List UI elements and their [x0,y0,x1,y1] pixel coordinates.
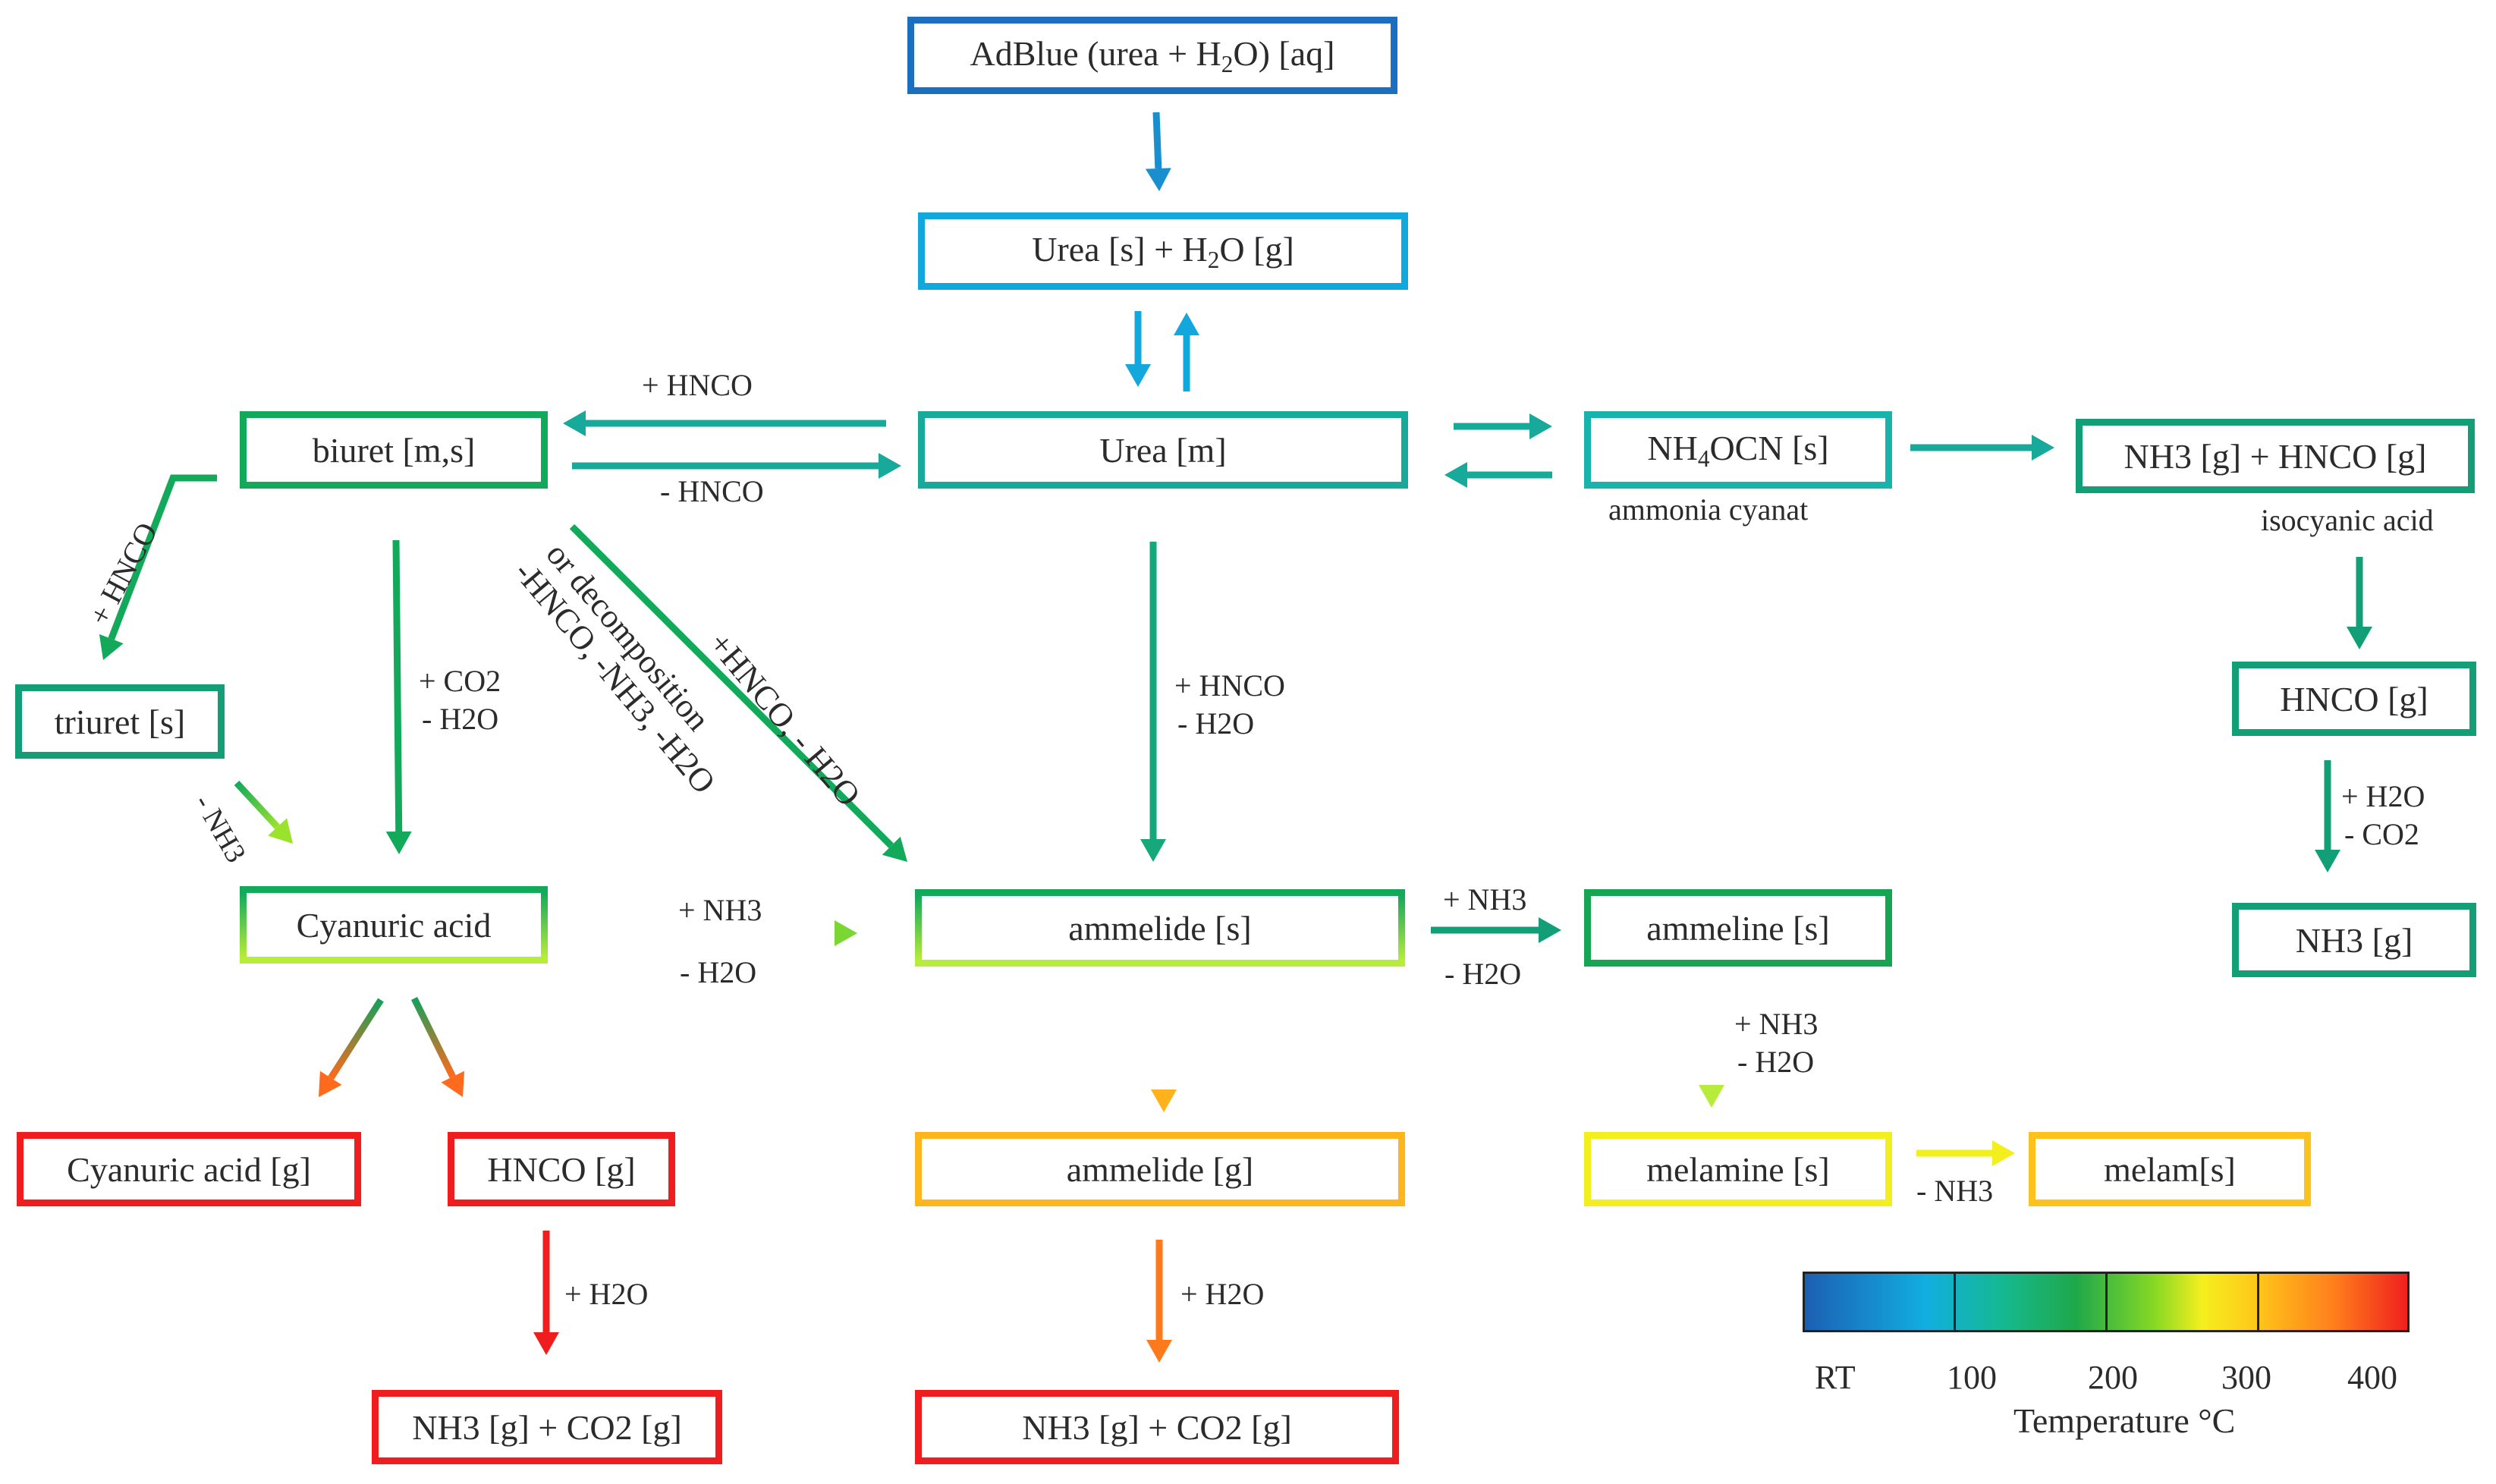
label-ammeline-minus-h2o: - H2O [1737,1045,1815,1079]
node-melam: melam[s] [2029,1132,2311,1206]
node-nh4ocn: NH4OCN [s] [1584,411,1892,489]
node-cyanuric-acid-gas: Cyanuric acid [g] [17,1132,361,1206]
node-cyanuric-acid-label: Cyanuric acid [296,905,492,945]
label-hnco-left-plus-h2o: + H2O [564,1277,649,1311]
label-cyanuric-minus-h2o-2: - H2O [680,955,757,989]
node-melam-label: melam[s] [2104,1149,2236,1189]
label-hnco-plus-h2o: + H2O [2341,779,2425,813]
colorbar-divider [2257,1274,2259,1330]
arrow-biuret-to-ammelide-head [882,836,907,862]
temperature-colorbar [1803,1272,2410,1332]
arrow-biuret-to-ammelide-shaft [569,523,894,848]
node-adblue-label: AdBlue (urea + H2O) [aq] [970,33,1335,77]
arrow-biuret-to-triuret-shaft [108,474,217,640]
node-biuret: biuret [m,s] [240,411,548,489]
node-melamine-label: melamine [s] [1646,1149,1830,1189]
node-hnco-gas-left-label: HNCO [g] [487,1149,636,1189]
colorbar-label: Temperature °C [2013,1401,2236,1440]
caption-ammonia-cyanat: ammonia cyanat [1608,492,1809,527]
node-ammelide-gas: ammelide [g] [915,1132,1405,1206]
node-hnco-gas-left: HNCO [g] [448,1132,675,1206]
node-urea-melt-label: Urea [m] [1099,430,1227,470]
label-ammelide-plus-nh3: + NH3 [1443,882,1527,916]
node-nh3-co2-mid-label: NH3 [g] + CO2 [g] [1022,1407,1292,1447]
node-triuret-label: triuret [s] [54,702,186,741]
colorbar-tick-300: 300 [2221,1359,2271,1396]
arrow-ammelide-gas-to-nh3-co2-head [1146,1340,1172,1363]
label-cyanuric-plus-nh3: + NH3 [678,893,762,927]
node-ammeline: ammeline [s] [1584,889,1892,967]
arrow-urea-melt-to-solid-head [1174,313,1199,335]
colorbar-tick-100: 100 [1947,1359,1997,1396]
node-hnco-gas-right-label: HNCO [g] [2280,679,2428,718]
label-hnco-minus-co2: - CO2 [2344,817,2419,851]
colorbar-tick-rt: RT [1815,1359,1856,1396]
node-nh3-hnco-gas: NH3 [g] + HNCO [g] [2076,419,2475,493]
arrow-ammelide-to-gas-head [1151,1089,1177,1112]
arrow-nh4ocn-to-nh3-hnco-head [2032,435,2054,461]
node-ammelide-gas-label: ammelide [g] [1066,1149,1254,1189]
node-nh3-gas-right: NH3 [g] [2232,903,2476,977]
arrow-melamine-to-melam-head [1992,1140,2015,1166]
node-hnco-gas-right: HNCO [g] [2232,662,2476,736]
caption-isocyanic-acid: isocyanic acid [2261,503,2434,537]
node-nh3-co2-left-label: NH3 [g] + CO2 [g] [412,1407,682,1447]
node-biuret-label: biuret [m,s] [312,430,476,470]
node-nh3-co2-mid: NH3 [g] + CO2 [g] [915,1390,1399,1464]
label-melamine-minus-nh3: - NH3 [1916,1174,1994,1208]
node-cyanuric-acid: Cyanuric acid [240,886,548,964]
arrow-cyanuric-to-cyanuric-gas-head [319,1071,342,1097]
arrow-cyanuric-to-ammelide-head [835,920,857,946]
node-adblue: AdBlue (urea + H2O) [aq] [907,17,1397,94]
arrow-urea-to-ammelide-head [1140,839,1166,862]
arrow-isocyanic-to-hnco-head [2347,627,2372,649]
node-urea-solid-water-label: Urea [s] + H2O [g] [1032,229,1294,273]
arrow-cyanuric-to-cyanuric-gas-shaft [328,998,384,1080]
colorbar-tick-200: 200 [2088,1359,2138,1396]
label-urea-plus-hnco: + HNCO [1174,668,1285,703]
arrow-ammeline-to-melamine-head [1699,1085,1724,1108]
label-urea-minus-h2o: - H2O [1177,706,1255,740]
arrow-urea-to-biuret-head [563,410,586,436]
arrow-hnco-to-nh3-head [2315,850,2340,872]
node-ammelide-solid-label: ammelide [s] [1068,908,1252,948]
node-cyanuric-acid-gas-label: Cyanuric acid [g] [67,1149,311,1189]
arrow-triuret-to-cyanuric-head [268,818,293,844]
colorbar-divider [1954,1274,1956,1330]
arrow-triuret-to-cyanuric-shaft [234,780,280,830]
colorbar-divider [2105,1274,2108,1330]
arrow-hnco-gas-to-nh3-co2-head [533,1332,559,1355]
label-ammelide-minus-h2o: - H2O [1444,957,1522,991]
node-nh3-co2-left: NH3 [g] + CO2 [g] [372,1390,722,1464]
node-nh3-hnco-gas-label: NH3 [g] + HNCO [g] [2123,436,2427,476]
label-biuret-minus-hnco: - HNCO [660,474,764,508]
node-triuret: triuret [s] [15,684,225,759]
arrow-urea-to-nh4ocn-head [1529,413,1552,439]
arrow-cyanuric-to-hnco-gas-head [441,1071,465,1097]
label-biuret-plus-hnco: + HNCO [642,368,753,402]
label-cyanuric-minus-h2o: - H2O [422,702,499,736]
node-ammeline-label: ammeline [s] [1646,908,1830,948]
arrow-adblue-to-urea-shaft [1152,112,1162,169]
node-melamine: melamine [s] [1584,1132,1892,1206]
arrow-biuret-to-cyanuric-head [385,831,412,854]
label-ammelide-gas-plus-h2o: + H2O [1180,1277,1265,1311]
arrow-biuret-to-triuret-head [99,634,124,660]
label-cyanuric-plus-co2: + CO2 [419,664,501,698]
arrow-biuret-to-cyanuric-shaft [392,539,403,832]
node-nh4ocn-label: NH4OCN [s] [1647,428,1829,472]
node-nh3-gas-right-label: NH3 [g] [2295,920,2413,960]
node-urea-solid-water: Urea [s] + H2O [g] [918,212,1408,290]
arrow-ammelide-to-ammeline-head [1539,917,1561,943]
arrow-biuret-to-urea-head [879,453,901,479]
arrow-adblue-to-urea-head [1145,168,1171,191]
node-urea-melt: Urea [m] [918,411,1408,489]
label-ammeline-plus-nh3: + NH3 [1734,1007,1819,1041]
arrow-urea-solid-to-melt-head [1125,364,1151,387]
colorbar-tick-400: 400 [2347,1359,2397,1396]
arrow-nh4ocn-to-urea-head [1444,462,1467,488]
node-ammelide-solid: ammelide [s] [915,889,1405,967]
arrow-cyanuric-to-hnco-gas-shaft [410,997,456,1079]
